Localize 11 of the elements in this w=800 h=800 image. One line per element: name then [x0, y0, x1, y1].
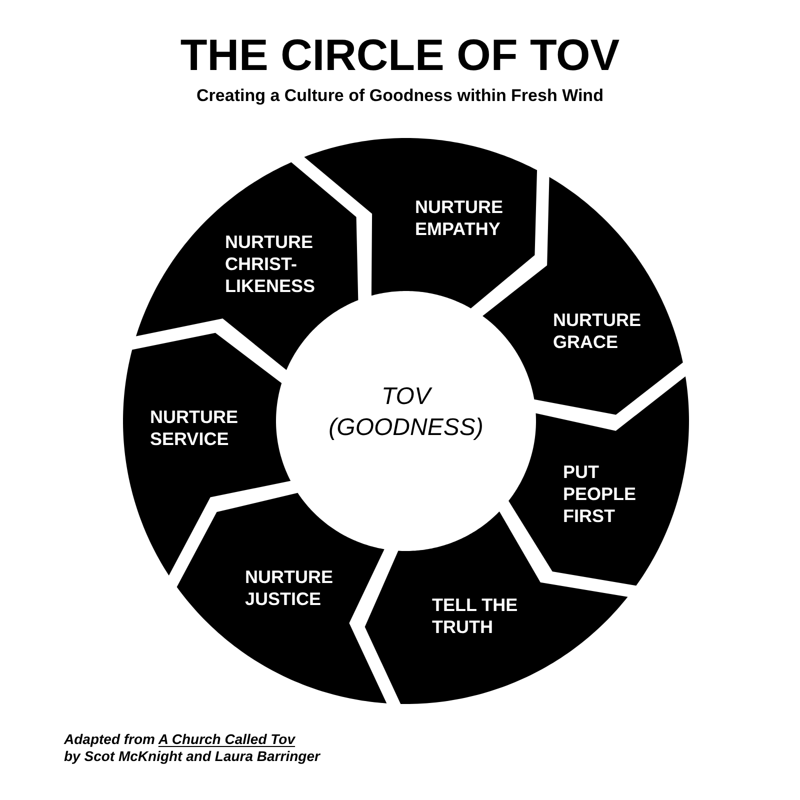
segment-label: TELL THE TRUTH: [432, 594, 519, 638]
segment-label: NURTURE EMPATHY: [415, 196, 504, 240]
center-label: TOV (GOODNESS): [321, 381, 491, 443]
source-note: Adapted from A Church Called Tov by Scot McKnight and Laura Barringer: [64, 731, 320, 765]
segment-label: NURTURE CHRIST-LIKENESS: [225, 231, 316, 297]
segment-label: NURTURE JUSTICE: [245, 566, 334, 610]
segment-label: NURTURE SERVICE: [150, 406, 239, 450]
subtitle: Creating a Culture of Goodness within Fresh Wind: [196, 86, 604, 106]
diagram-title: THE CIRCLE OF TOV: [179, 34, 621, 78]
segment-label: NURTURE GRACE: [553, 309, 642, 353]
segment-label: PUT PEOPLE FIRST: [563, 461, 638, 527]
